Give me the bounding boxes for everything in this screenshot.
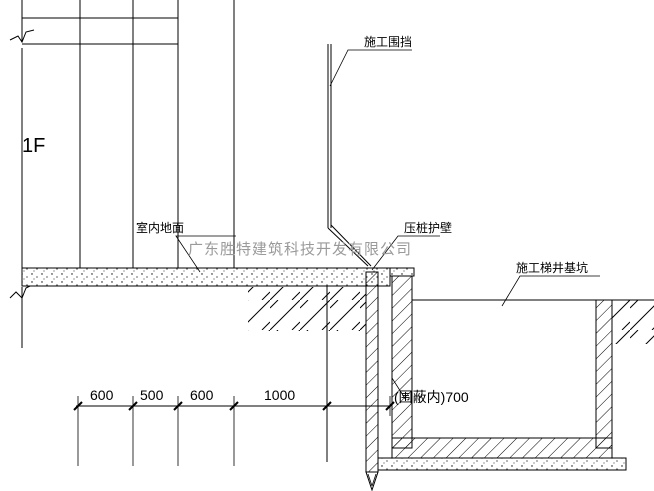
earth-hatch: [248, 287, 654, 344]
dim-clear: (围蔽内)700: [394, 389, 469, 405]
label-pile-wall: 压桩护壁: [404, 220, 452, 235]
pile-wall: [365, 271, 379, 491]
watermark: 广东胜特建筑科技开发有限公司: [188, 240, 412, 258]
dimension-line: [73, 396, 395, 466]
pit-structure: [377, 275, 654, 471]
label-pit: 施工梯井基坑: [516, 260, 588, 275]
dim-2: 500: [140, 387, 164, 403]
dim-4: 1000: [264, 387, 295, 403]
label-indoor-floor: 室内地面: [136, 220, 184, 235]
dim-3: 600: [190, 387, 214, 403]
floor-slab: [21, 267, 415, 287]
building-columns: [9, 0, 235, 348]
floor-label: 1F: [22, 135, 45, 157]
label-hoarding: 施工围挡: [364, 35, 412, 49]
leader-lines: [175, 49, 600, 401]
dim-1: 600: [90, 387, 114, 403]
